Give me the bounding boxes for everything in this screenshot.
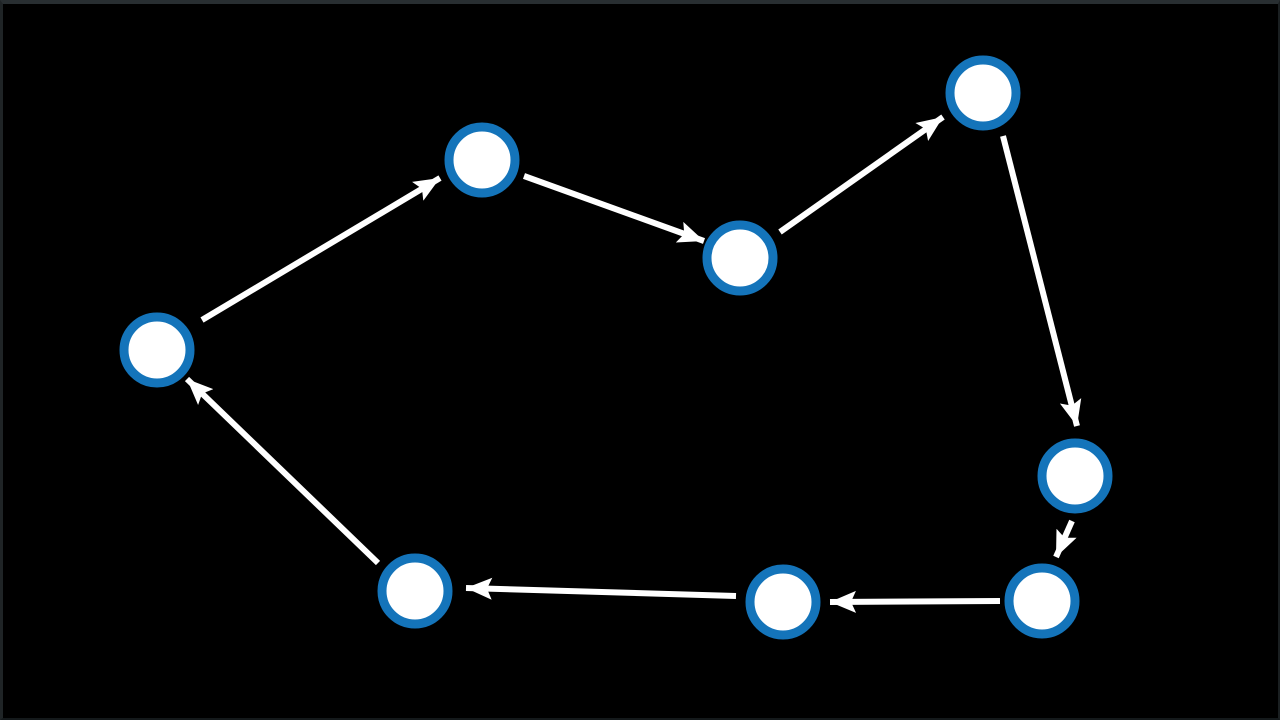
arrow-node-bottom-left-to-node-left — [184, 376, 381, 566]
arrow-node-left-to-node-upper-left — [200, 175, 442, 323]
arrow-node-middle-to-node-top-right — [778, 114, 945, 235]
node-right — [1037, 438, 1113, 514]
arrow-node-bottom-right-to-node-bottom-middle — [829, 590, 1001, 613]
node-bottom-left — [377, 553, 453, 629]
node-top-right — [945, 55, 1021, 131]
arrow-node-right-to-node-bottom-right — [1053, 519, 1077, 559]
node-middle — [702, 220, 778, 296]
arrow-node-top-right-to-node-right — [1000, 135, 1082, 427]
node-bottom-right — [1004, 563, 1080, 639]
node-bottom-middle — [745, 564, 821, 640]
arrow-node-bottom-middle-to-node-bottom-left — [465, 577, 737, 600]
arrow-node-upper-left-to-node-middle — [522, 173, 706, 244]
node-left — [119, 312, 195, 388]
node-upper-left — [444, 122, 520, 198]
